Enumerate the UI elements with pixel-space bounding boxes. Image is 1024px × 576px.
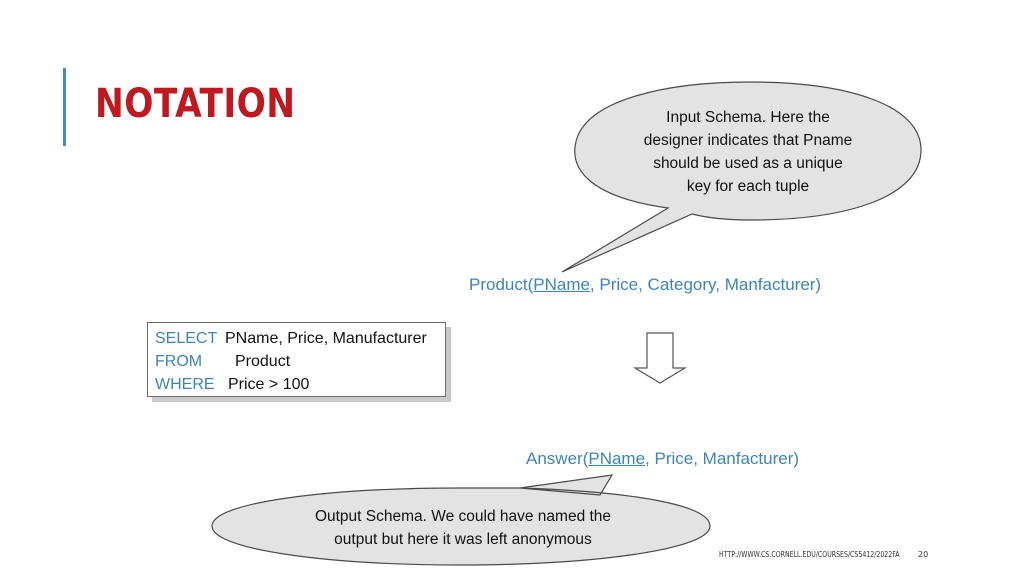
schema-rest: , Price, Manfacturer) bbox=[645, 449, 800, 468]
footer-url: HTTP://WWW.CS.CORNELL.EDU/COURSES/CS5412… bbox=[719, 550, 900, 559]
from-keyword: FROM bbox=[155, 353, 203, 370]
where-keyword: WHERE bbox=[155, 376, 215, 393]
sql-query-box: SELECT PName, Price, Manufacturer FROM Pro… bbox=[147, 322, 446, 397]
schema-prefix: Product( bbox=[469, 275, 534, 294]
select-columns: PName, Price, Manufacturer bbox=[225, 330, 427, 347]
callout-line: key for each tuple bbox=[686, 178, 810, 195]
page-title: NOTATION bbox=[95, 81, 296, 127]
schema-rest: , Price, Category, Manfacturer) bbox=[589, 275, 822, 294]
answer-schema-text: Answer(PName, Price, Manfacturer) bbox=[526, 449, 799, 469]
schema-prefix: Answer( bbox=[526, 449, 589, 468]
select-line: SELECT PName, Price, Manufacturer bbox=[155, 327, 445, 350]
callout-line: Input Schema. Here the bbox=[666, 109, 830, 126]
callout-line: should be used as a unique bbox=[653, 155, 843, 172]
callout-line: Output Schema. We could have named the bbox=[314, 508, 612, 525]
schema-key-pname: PName bbox=[588, 449, 646, 468]
from-line: FROM Product bbox=[155, 350, 445, 373]
output-schema-callout-text: Output Schema. We could have named the o… bbox=[258, 505, 668, 551]
where-line: WHERE Price > 100 bbox=[155, 373, 445, 396]
schema-key-pname: PName bbox=[533, 275, 590, 294]
input-schema-callout-text: Input Schema. Here the designer indicate… bbox=[610, 106, 886, 198]
page-number: 20 bbox=[918, 550, 929, 559]
input-schema-text: Product(PName, Price, Category, Manfactu… bbox=[469, 275, 821, 295]
output-schema-callout-bubble bbox=[211, 474, 711, 566]
callout-line: designer indicates that Pname bbox=[643, 132, 853, 149]
from-table: Product bbox=[235, 353, 291, 370]
down-arrow-icon bbox=[632, 332, 688, 384]
callout-line: output but here it was left anonymous bbox=[334, 531, 592, 548]
where-condition: Price > 100 bbox=[228, 376, 310, 393]
title-accent-bar bbox=[63, 68, 66, 146]
input-schema-callout-bubble bbox=[561, 81, 922, 273]
select-keyword: SELECT bbox=[155, 330, 218, 347]
